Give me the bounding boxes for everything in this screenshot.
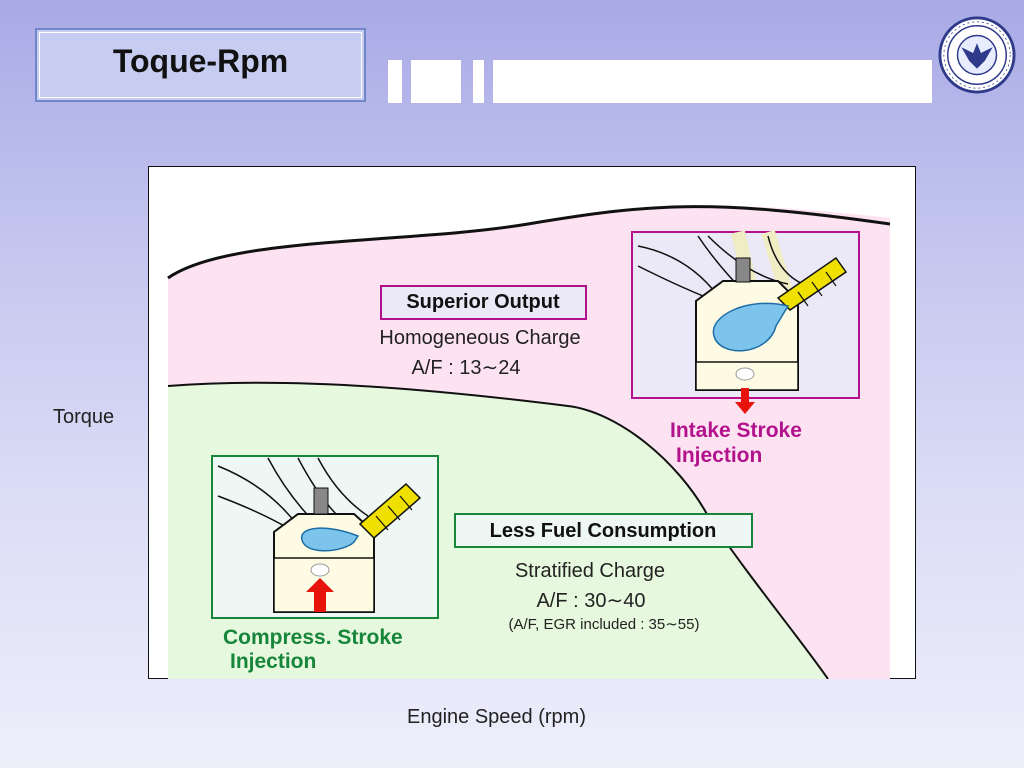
stratified-charge-label: Stratified Charge (515, 560, 665, 582)
x-axis-label: Engine Speed (rpm) (407, 706, 586, 728)
stratified-limit-curve (167, 381, 829, 679)
less-fuel-box (454, 513, 753, 548)
intake-injection-line2: Injection (676, 444, 762, 467)
decor-bar-1 (388, 60, 402, 103)
intake-arrow-icon (735, 388, 755, 414)
homogeneous-charge-label: Homogeneous Charge (379, 327, 580, 349)
less-fuel-heading: Less Fuel Consumption (490, 520, 717, 542)
max-torque-curve (167, 205, 891, 280)
university-seal-logo (938, 16, 1016, 94)
superior-output-heading: Superior Output (406, 291, 560, 313)
decor-bar-4 (493, 60, 932, 103)
intake-injection-illustration (631, 229, 860, 399)
slide-title-box: Toque-Rpm (35, 28, 366, 102)
lower-af-label: A/F : 30∼40 (536, 590, 645, 612)
compress-injection-line1: Compress. Stroke (223, 626, 403, 649)
superior-output-box (380, 285, 587, 320)
compress-injection-line2: Injection (230, 650, 316, 673)
intake-injection-line1: Intake Stroke (670, 419, 802, 442)
decor-bar-3 (473, 60, 484, 103)
compress-arrow-icon (306, 578, 334, 612)
upper-af-label: A/F : 13∼24 (411, 357, 520, 379)
egr-note-label: (A/F, EGR included : 35∼55) (509, 616, 700, 633)
torque-rpm-diagram: Superior Output Homogeneous Charge A/F :… (148, 166, 916, 679)
decor-bar-2 (411, 60, 461, 103)
y-axis-label: Torque (53, 406, 115, 428)
slide-title: Toque-Rpm (112, 42, 289, 79)
